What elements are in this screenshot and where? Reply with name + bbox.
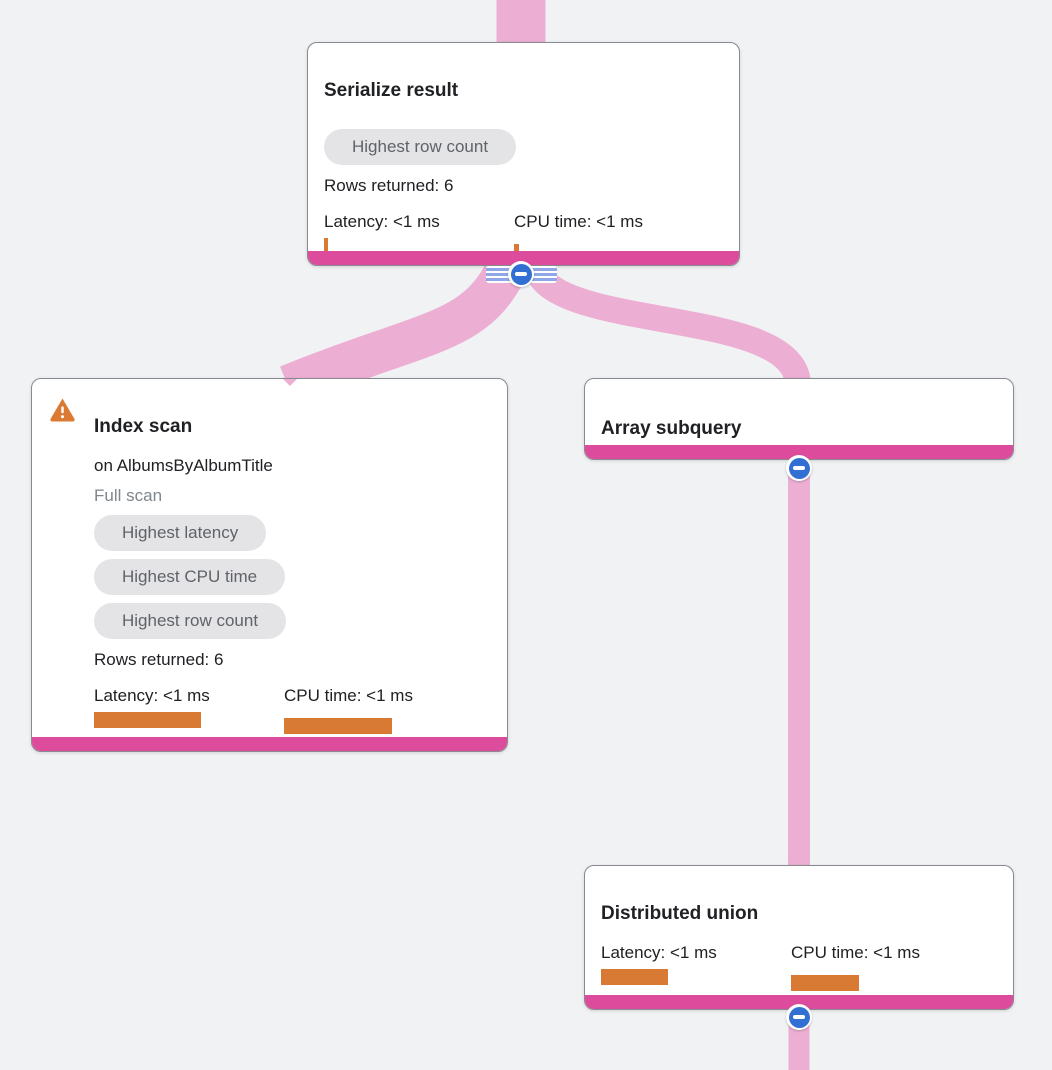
scan-type-text: Full scan — [94, 485, 163, 505]
collapse-button-array-subquery[interactable] — [786, 455, 812, 481]
cpu-time-label: CPU time: <1 ms — [514, 211, 643, 231]
rows-returned-text: Rows returned: 6 — [94, 649, 224, 669]
badge-highest-cpu-time: Highest CPU time — [94, 558, 286, 595]
node-title: Index scan — [94, 415, 193, 437]
node-distributed-union[interactable]: Distributed union Latency: <1 ms CPU tim… — [584, 865, 1014, 1010]
node-title: Array subquery — [601, 417, 742, 439]
latency-bar — [601, 968, 668, 985]
node-accent-bar — [585, 445, 1013, 459]
latency-bar — [94, 711, 201, 728]
badge-stack: Highest latency Highest CPU time Highest… — [94, 514, 491, 639]
node-title: Distributed union — [601, 902, 759, 924]
minus-circle-icon — [510, 263, 532, 285]
index-target-text: on AlbumsByAlbumTitle — [94, 455, 273, 475]
latency-label: Latency: <1 ms — [94, 685, 210, 705]
minus-circle-icon — [788, 1006, 810, 1028]
node-serialize-result[interactable]: Serialize result Highest row count Rows … — [307, 42, 740, 266]
cpu-time-metric: CPU time: <1 ms — [284, 685, 413, 734]
badge-highest-row-count: Highest row count — [324, 128, 517, 165]
metrics-row: Latency: <1 ms CPU time: <1 ms — [601, 942, 997, 991]
collapse-button-distributed-union[interactable] — [786, 1004, 812, 1030]
edge-arrowhead — [283, 379, 297, 386]
node-title: Serialize result — [324, 79, 459, 101]
metrics-row: Latency: <1 ms CPU time: <1 ms — [94, 685, 491, 734]
node-index-scan[interactable]: Index scan on AlbumsByAlbumTitle Full sc… — [31, 378, 508, 752]
cpu-time-label: CPU time: <1 ms — [791, 942, 920, 962]
latency-bar — [324, 237, 328, 254]
edge-serialize-to-array-subquery — [529, 267, 811, 387]
latency-metric: Latency: <1 ms — [601, 942, 791, 991]
cpu-time-metric: CPU time: <1 ms — [791, 942, 920, 991]
latency-label: Latency: <1 ms — [324, 211, 440, 231]
metrics-row: Latency: <1 ms CPU time: <1 ms — [324, 211, 723, 260]
edge-serialize-to-index-scan — [280, 265, 522, 406]
node-accent-bar — [585, 995, 1013, 1009]
node-array-subquery[interactable]: Array subquery — [584, 378, 1014, 460]
collapse-button-serialize-result[interactable] — [508, 261, 534, 287]
cpu-time-bar — [284, 717, 392, 734]
node-accent-bar — [308, 251, 739, 265]
latency-metric: Latency: <1 ms — [324, 211, 514, 260]
latency-metric: Latency: <1 ms — [94, 685, 284, 734]
latency-label: Latency: <1 ms — [601, 942, 717, 962]
badge-highest-latency: Highest latency — [94, 514, 267, 551]
badge-highest-row-count: Highest row count — [94, 602, 287, 639]
cpu-time-label: CPU time: <1 ms — [284, 685, 413, 705]
rows-returned-text: Rows returned: 6 — [324, 175, 454, 195]
node-accent-bar — [32, 737, 507, 751]
minus-circle-icon — [788, 457, 810, 479]
cpu-time-bar — [791, 974, 859, 991]
warning-icon — [50, 398, 75, 422]
